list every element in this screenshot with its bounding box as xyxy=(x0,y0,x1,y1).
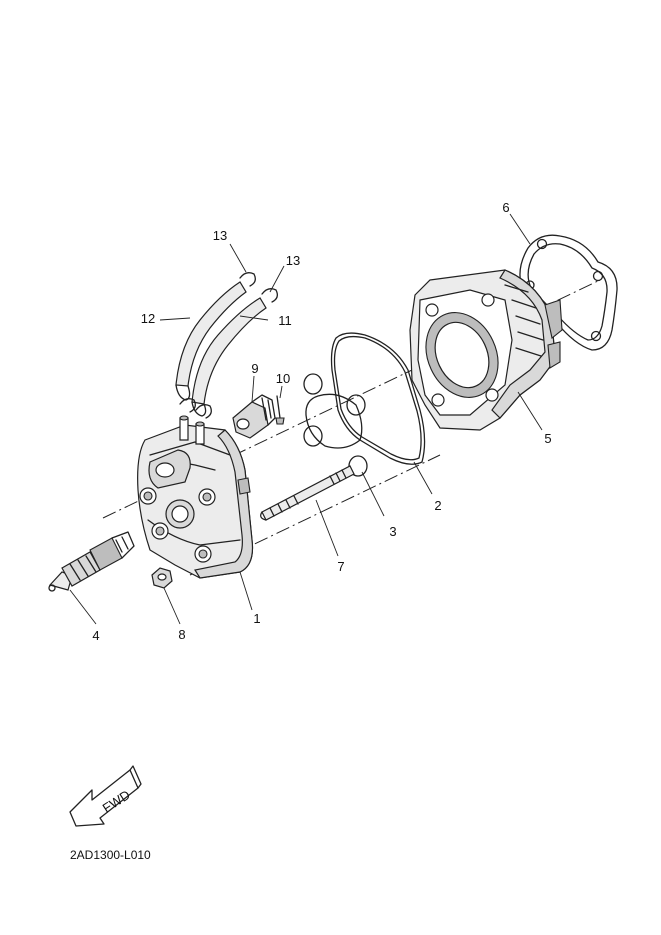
leader-lines xyxy=(69,213,543,625)
part-8-nut xyxy=(151,567,173,589)
part-9-thermo-unit xyxy=(232,394,276,439)
part-11-hose xyxy=(191,297,267,417)
part-10-screw xyxy=(275,395,285,425)
callout-10: 10 xyxy=(276,371,290,386)
diagram-code: 2AD1300-L010 xyxy=(70,848,151,862)
callout-8: 8 xyxy=(178,627,185,642)
callout-12: 12 xyxy=(141,311,155,326)
part-1-cylinder-head xyxy=(137,415,254,579)
callout-6: 6 xyxy=(502,200,509,215)
fwd-label: FWD xyxy=(100,787,133,816)
fwd-arrow-icon: FWD xyxy=(69,765,142,827)
callout-4: 4 xyxy=(92,628,99,643)
part-13-clips xyxy=(179,272,278,419)
part-2-head-gasket xyxy=(330,332,426,465)
callout-9: 9 xyxy=(251,361,258,376)
callout-13b: 13 xyxy=(286,253,300,268)
callout-labels: 1 2 3 4 5 6 7 8 9 10 11 12 13 13 xyxy=(92,200,551,643)
part-12-hose xyxy=(175,281,247,401)
part-5-cylinder xyxy=(409,269,563,431)
callout-2: 2 xyxy=(434,498,441,513)
callout-3: 3 xyxy=(389,524,396,539)
callout-11: 11 xyxy=(278,313,292,328)
part-4-spark-plug xyxy=(48,531,135,592)
callout-1: 1 xyxy=(253,611,260,626)
part-7-stud-bolt xyxy=(260,465,355,521)
callout-5: 5 xyxy=(544,431,551,446)
callout-7: 7 xyxy=(337,559,344,574)
callout-13a: 13 xyxy=(213,228,227,243)
